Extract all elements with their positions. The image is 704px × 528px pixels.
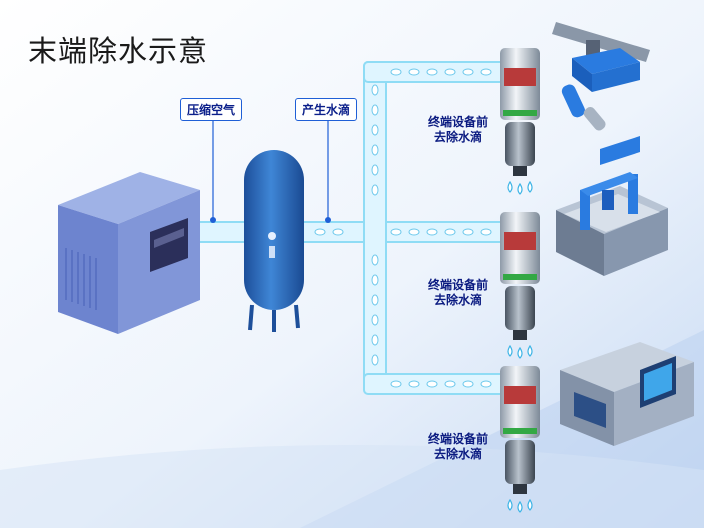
- cnc-gantry: [556, 172, 668, 276]
- filter-note-bottom: 终端设备前 去除水滴: [428, 432, 488, 462]
- water-droplets: [314, 68, 492, 388]
- air-compressor: [58, 172, 200, 334]
- filter-middle: [500, 212, 540, 340]
- robot-arm: [552, 22, 650, 131]
- air-tank: [244, 150, 304, 332]
- filter-note-bottom-line2: 去除水滴: [434, 447, 483, 461]
- water-generation-label: 产生水滴: [295, 98, 358, 121]
- compressed-air-pointer-dot: [210, 217, 216, 223]
- filter-note-middle-line1: 终端设备前: [428, 278, 489, 292]
- filter-note-top: 终端设备前 去除水滴: [428, 115, 488, 145]
- main-pipe: [149, 221, 511, 243]
- compressed-air-label: 压缩空气: [180, 98, 243, 121]
- filter-note-middle: 终端设备前 去除水滴: [428, 278, 488, 308]
- drain-droplets: [507, 180, 533, 513]
- filter-top: [500, 48, 540, 176]
- filter-note-top-line1: 终端设备前: [428, 115, 489, 129]
- filter-note-bottom-line1: 终端设备前: [428, 432, 489, 446]
- background-wave: [0, 445, 704, 528]
- filter-note-middle-line2: 去除水滴: [434, 293, 483, 307]
- water-generation-pointer-dot: [325, 217, 331, 223]
- filter-note-top-line2: 去除水滴: [434, 130, 483, 144]
- filter-bottom: [500, 366, 540, 494]
- cnc-lathe: [560, 136, 694, 446]
- page-title: 末端除水示意: [28, 34, 209, 68]
